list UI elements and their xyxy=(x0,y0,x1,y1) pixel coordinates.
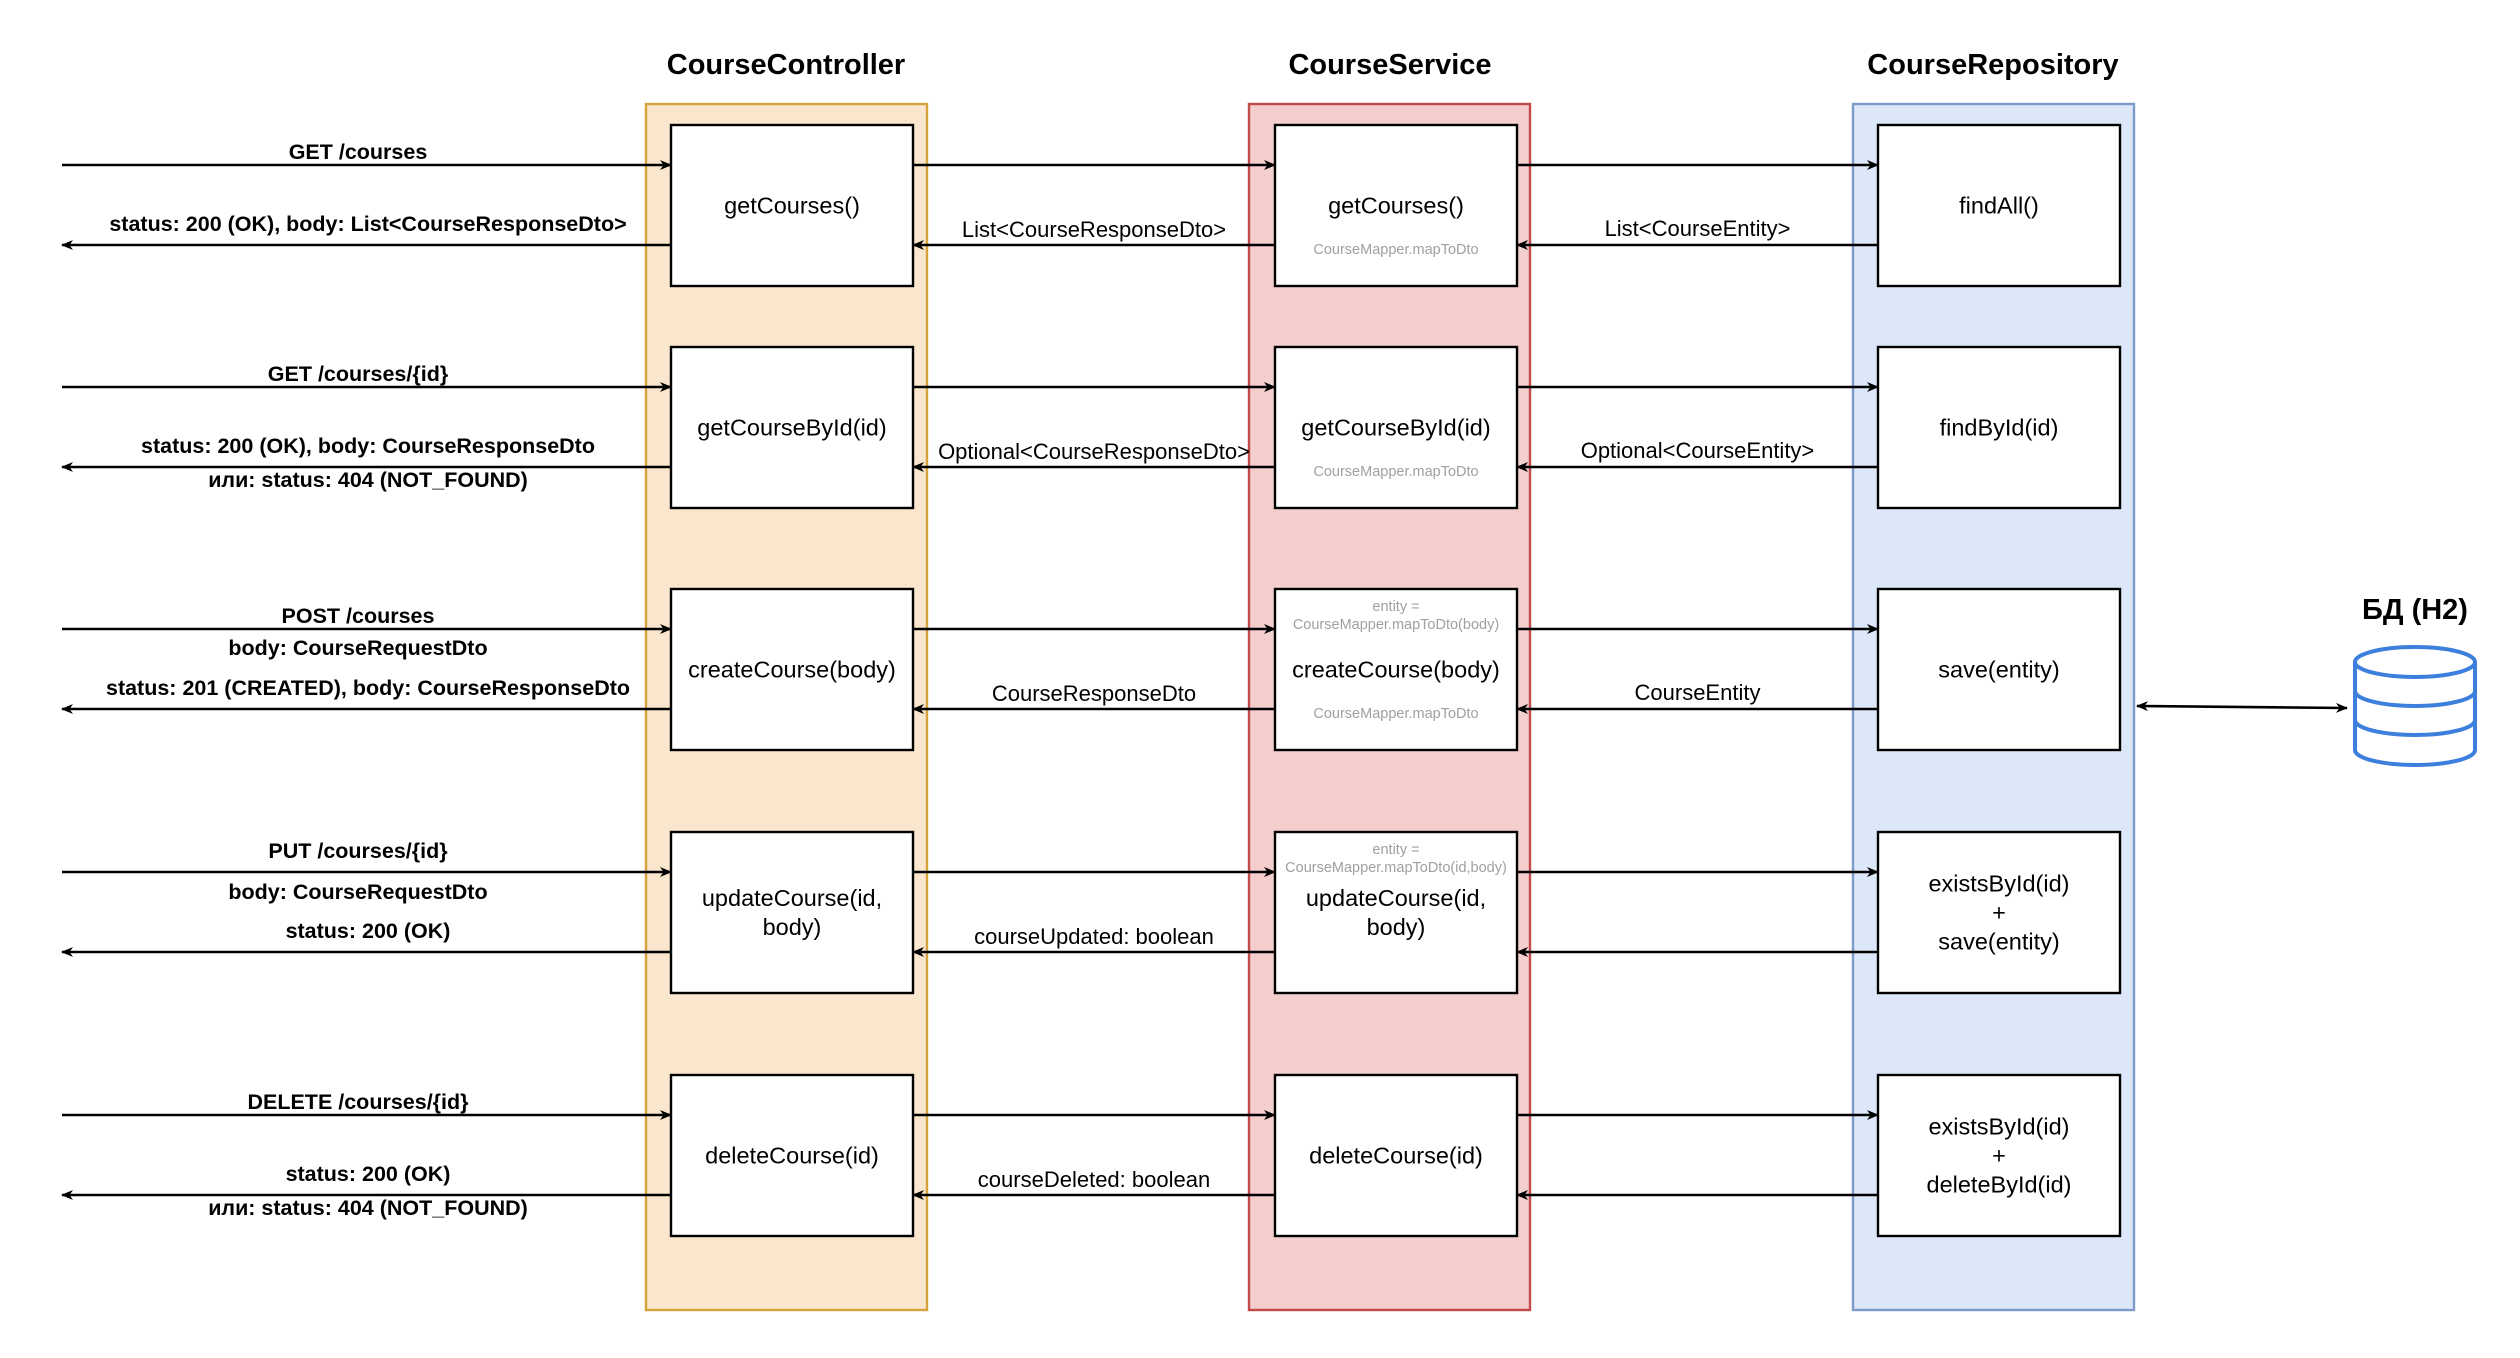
database-label: БД (H2) xyxy=(2362,594,2468,626)
mapper-post-note: CourseMapper.mapToDto xyxy=(1313,242,1478,258)
service-method-label: createCourse(body) xyxy=(1292,657,1500,683)
controller-method-box xyxy=(669,1073,915,1238)
response-label: status: 201 (CREATED), body: CourseRespo… xyxy=(106,676,630,700)
mapper-pre-note: entity = xyxy=(1372,599,1419,615)
service-method-box xyxy=(1273,830,1519,995)
repository-method-label: + xyxy=(1992,1143,2006,1169)
controller-method-label: body) xyxy=(763,914,822,940)
mapper-post-note: CourseMapper.mapToDto xyxy=(1313,706,1478,722)
repository-method-box xyxy=(1876,830,2122,995)
database-icon xyxy=(2353,645,2477,767)
service-return-label: courseUpdated: boolean xyxy=(974,924,1214,949)
repository-method-label: + xyxy=(1992,900,2006,926)
service-return-label: List<CourseResponseDto> xyxy=(962,217,1226,242)
controller-method-label: createCourse(body) xyxy=(688,657,896,683)
repository-method-box xyxy=(1876,587,2122,752)
rows-layer: getCourses() getCourses() findAll() CourseM… xyxy=(61,123,2122,1238)
service-method-box xyxy=(1273,587,1519,752)
service-method-label: body) xyxy=(1367,914,1426,940)
repository-method-box xyxy=(1876,1073,2122,1238)
repository-method-label: deleteById(id) xyxy=(1927,1172,2072,1198)
request-label: PUT /courses/{id} xyxy=(268,839,448,863)
repository-method-box xyxy=(1876,123,2122,288)
controller-method-label: deleteCourse(id) xyxy=(705,1143,879,1169)
response-label: status: 200 (OK), body: CourseResponseDt… xyxy=(141,434,595,458)
controller-lane-title: CourseController xyxy=(667,49,905,81)
request-body-label: body: CourseRequestDto xyxy=(228,880,487,904)
repository-lane-title: CourseRepository xyxy=(1867,49,2118,81)
response-label: status: 200 (OK) xyxy=(286,1162,451,1186)
mapper-pre-note: CourseMapper.mapToDto(body) xyxy=(1293,617,1499,633)
database-connection-arrow xyxy=(2136,701,2348,713)
repository-method-label: existsById(id) xyxy=(1928,1114,2069,1140)
request-label: GET /courses xyxy=(289,140,428,164)
service-method-box xyxy=(1273,345,1519,510)
repository-return-label: CourseEntity xyxy=(1635,680,1761,705)
request-label: POST /courses xyxy=(282,604,435,628)
repository-return-label: List<CourseEntity> xyxy=(1605,216,1791,241)
controller-method-box xyxy=(669,123,915,288)
service-return-label: Optional<CourseResponseDto> xyxy=(938,439,1250,464)
repository-method-label: findAll() xyxy=(1959,193,2039,219)
service-method-label: updateCourse(id, xyxy=(1306,885,1486,911)
repository-method-box xyxy=(1876,345,2122,510)
response-label: status: 200 (OK), body: List<CourseRespo… xyxy=(109,212,626,236)
request-body-label: body: CourseRequestDto xyxy=(228,636,487,660)
repository-return-label: Optional<CourseEntity> xyxy=(1581,438,1815,463)
service-method-label: getCourses() xyxy=(1328,193,1464,219)
request-label: DELETE /courses/{id} xyxy=(247,1090,469,1114)
controller-method-box xyxy=(669,587,915,752)
response-alt-label: или: status: 404 (NOT_FOUND) xyxy=(208,1196,528,1220)
request-label: GET /courses/{id} xyxy=(268,362,449,386)
response-alt-label: или: status: 404 (NOT_FOUND) xyxy=(208,468,528,492)
mapper-pre-note: entity = xyxy=(1372,842,1419,858)
controller-method-label: getCourseById(id) xyxy=(697,415,886,441)
service-method-label: deleteCourse(id) xyxy=(1309,1143,1483,1169)
controller-method-label: updateCourse(id, xyxy=(702,885,882,911)
repository-method-label: existsById(id) xyxy=(1928,871,2069,897)
service-method-label: getCourseById(id) xyxy=(1301,415,1490,441)
repository-method-label: findById(id) xyxy=(1940,415,2059,441)
repository-method-label: save(entity) xyxy=(1938,657,2059,683)
response-label: status: 200 (OK) xyxy=(286,919,451,943)
service-return-label: courseDeleted: boolean xyxy=(978,1167,1210,1192)
service-method-box xyxy=(1273,123,1519,288)
service-method-box xyxy=(1273,1073,1519,1238)
repository-method-label: save(entity) xyxy=(1938,929,2059,955)
mapper-pre-note: CourseMapper.mapToDto(id,body) xyxy=(1285,860,1507,876)
service-lane-title: CourseService xyxy=(1288,49,1491,81)
controller-method-label: getCourses() xyxy=(724,193,860,219)
controller-method-box xyxy=(669,345,915,510)
controller-method-box xyxy=(669,830,915,995)
mapper-post-note: CourseMapper.mapToDto xyxy=(1313,464,1478,480)
service-return-label: CourseResponseDto xyxy=(992,681,1196,706)
